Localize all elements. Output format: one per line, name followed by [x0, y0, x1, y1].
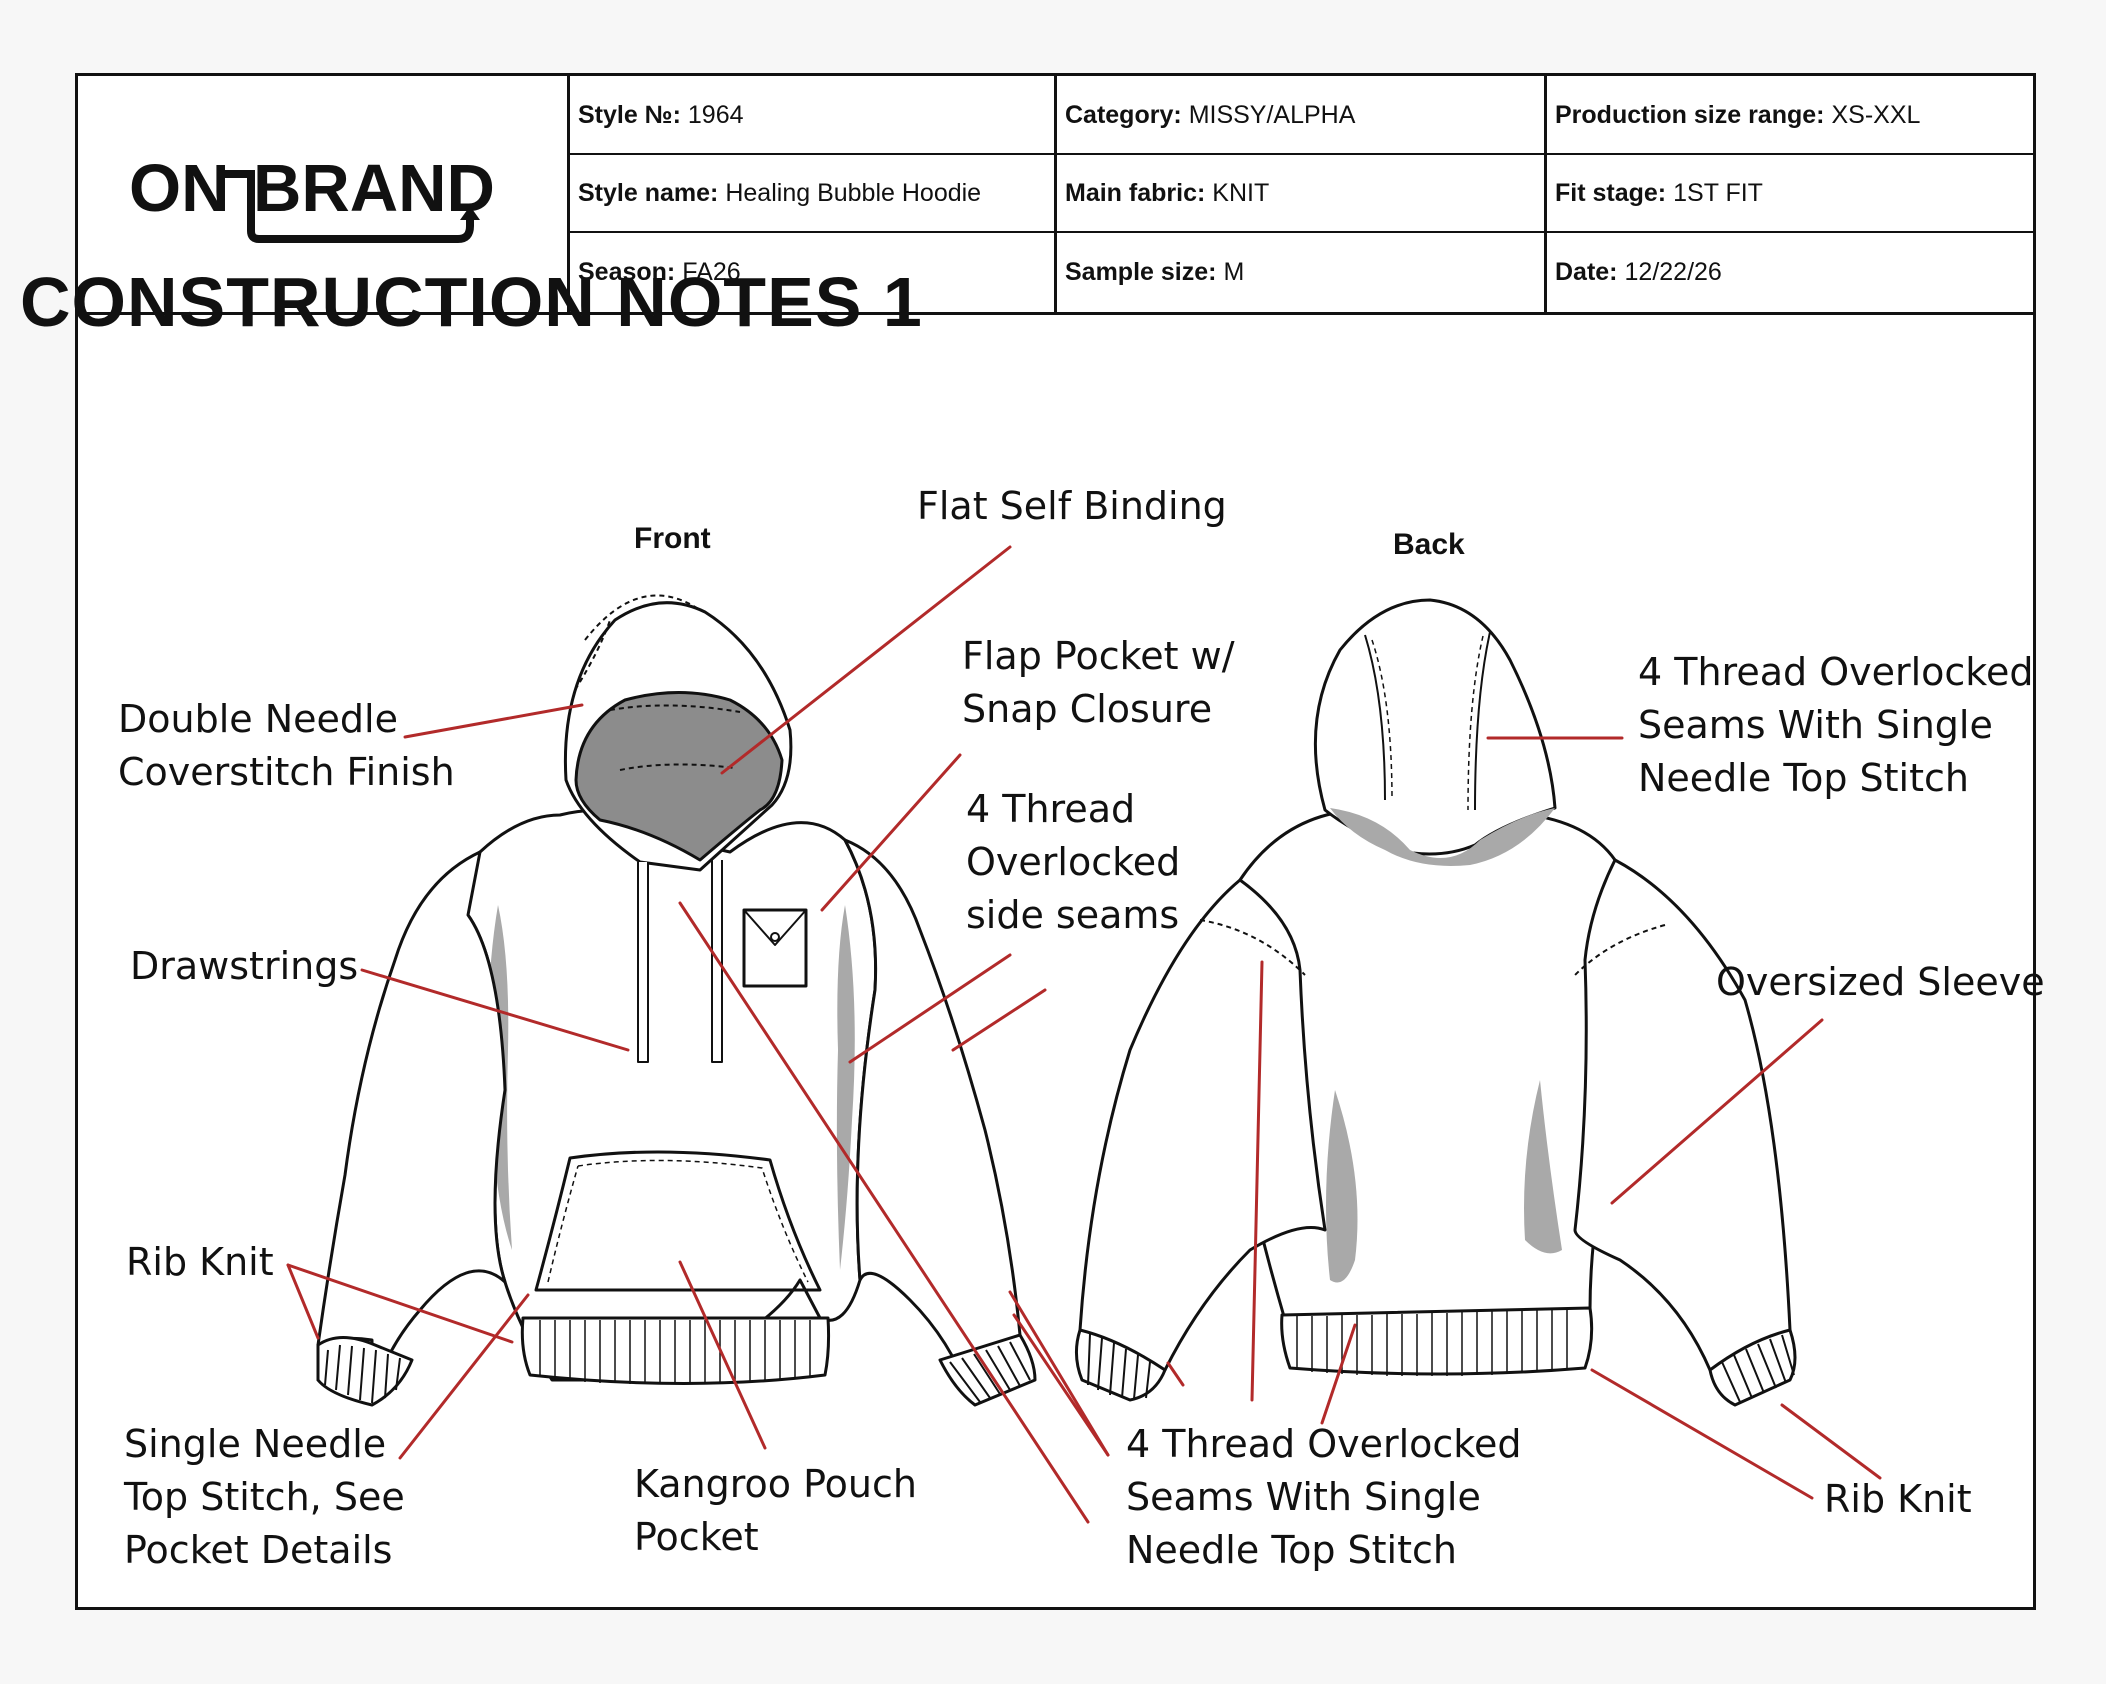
flap-pocket	[742, 908, 808, 988]
note-drawstrings: Drawstrings	[130, 944, 359, 988]
brand-logo: ON BRAND	[129, 151, 495, 243]
front-hem-rib	[520, 1316, 831, 1385]
size-range-cell: Production size range:XS-XXL	[1555, 100, 1921, 129]
note-oversized-sleeve: Oversized Sleeve	[1716, 960, 2045, 1004]
tech-pack-sheet: ON BRAND Style №:1964 Category:MISSY/ALP…	[75, 73, 2036, 1610]
note-flat-self-binding: Flat Self Binding	[917, 484, 1227, 528]
svg-text:ON: ON	[129, 151, 230, 226]
note-rib-knit-right: Rib Knit	[1824, 1477, 1972, 1521]
page-title: CONSTRUCTION NOTES 1	[20, 263, 923, 341]
back-hoodie-drawing	[1075, 598, 1797, 1407]
header-table: ON BRAND Style №:1964 Category:MISSY/ALP…	[78, 76, 2033, 315]
note-rib-knit-left: Rib Knit	[126, 1240, 274, 1284]
sample-size-cell: Sample size:M	[1065, 257, 1245, 286]
callout-leader-lines	[286, 545, 1882, 1524]
main-fabric-cell: Main fabric:KNIT	[1065, 178, 1270, 207]
fit-stage-cell: Fit stage:1ST FIT	[1555, 178, 1763, 207]
front-hood	[563, 594, 793, 872]
back-view-label: Back	[1393, 528, 1465, 561]
category-cell: Category:MISSY/ALPHA	[1065, 100, 1356, 129]
style-name-cell: Style name:Healing Bubble Hoodie	[578, 178, 982, 207]
note-flap-pocket: Flap Pocket w/Snap Closure	[962, 634, 1235, 731]
kangaroo-pocket	[534, 1150, 822, 1292]
style-no-cell: Style №:1964	[578, 100, 744, 129]
front-hoodie-drawing	[316, 594, 1037, 1407]
front-left-cuff	[316, 1336, 414, 1407]
front-view-label: Front	[634, 522, 711, 555]
svg-text:BRAND: BRAND	[253, 151, 495, 226]
season-cell: Season:FA26	[578, 257, 741, 286]
logo-cell: ON BRAND	[78, 76, 570, 312]
date-cell: Date:12/22/26	[1555, 257, 1722, 286]
